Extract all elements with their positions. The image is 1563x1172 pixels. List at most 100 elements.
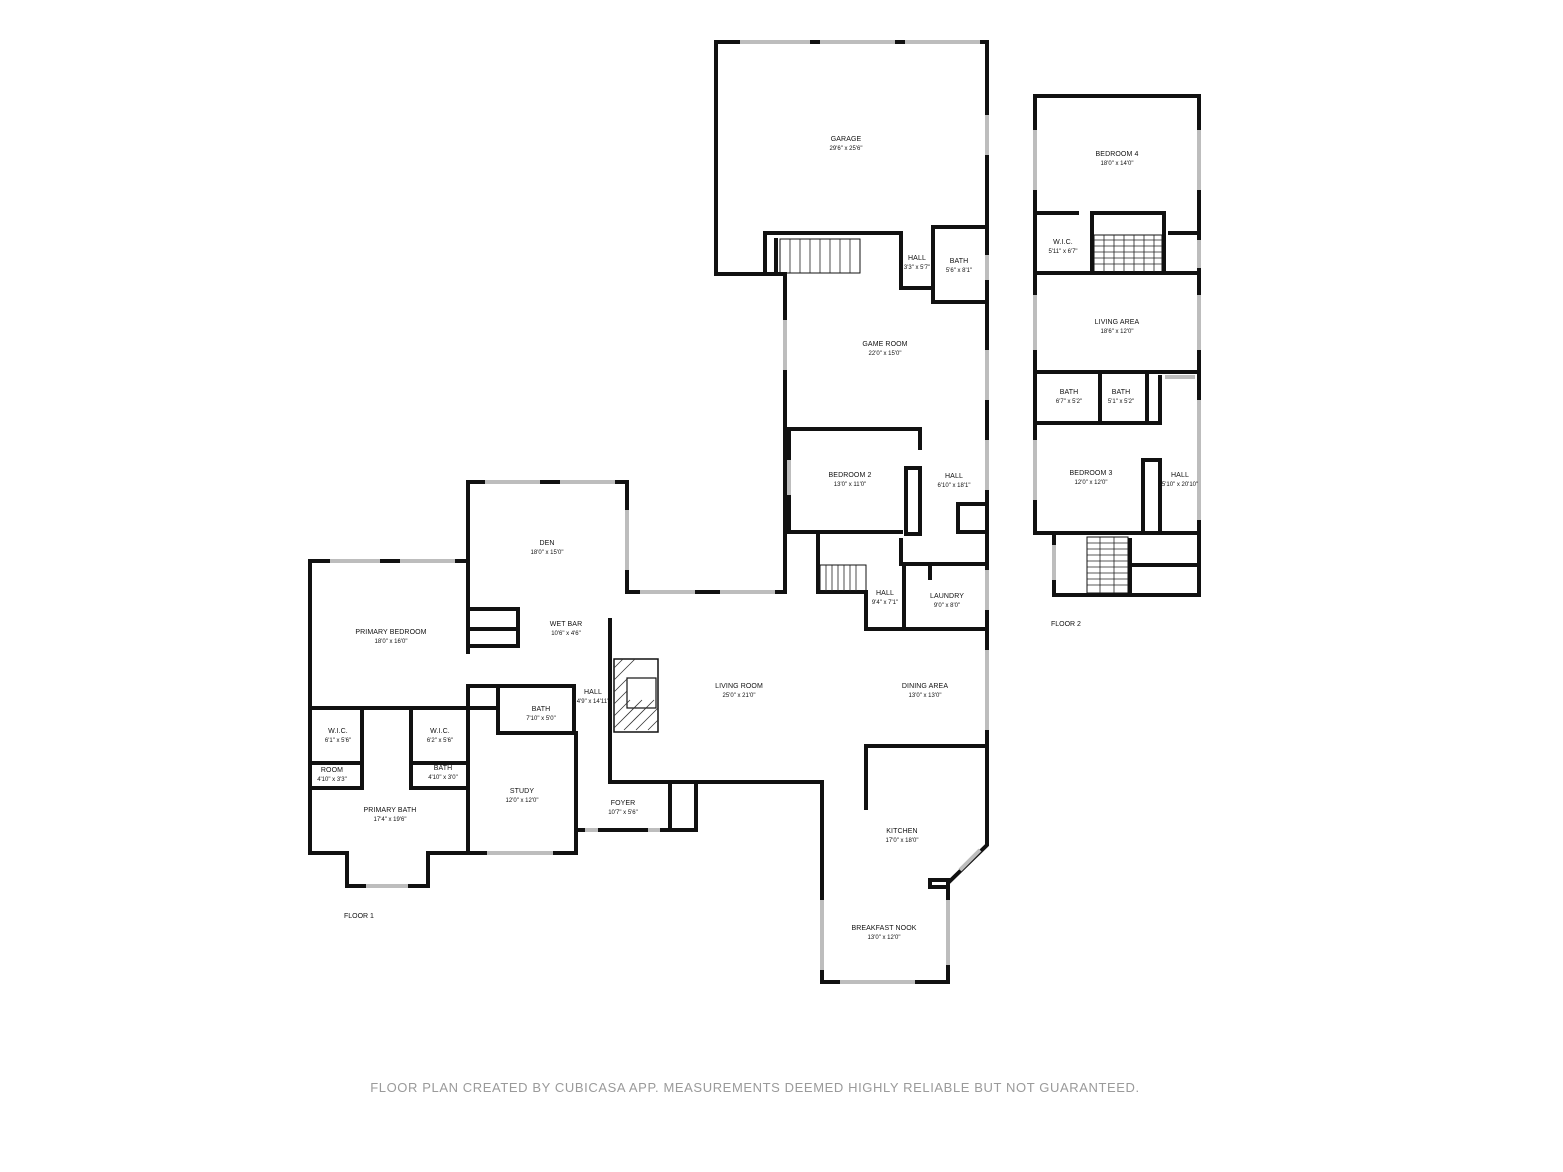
floor-1-walls <box>308 40 989 984</box>
svg-text:12'0" x 12'0": 12'0" x 12'0" <box>1075 480 1108 486</box>
room-kitchen: KITCHEN 17'0" x 18'0" <box>886 828 919 844</box>
svg-text:3'3" x 5'7": 3'3" x 5'7" <box>904 265 930 271</box>
room-hall-f2: HALL 5'10" x 20'10" <box>1162 472 1198 488</box>
svg-text:HALL: HALL <box>1171 472 1189 479</box>
stairs-icon <box>819 564 867 592</box>
svg-text:5'6" x 8'1": 5'6" x 8'1" <box>946 268 972 274</box>
svg-text:LIVING ROOM: LIVING ROOM <box>715 683 763 690</box>
floor-2-label: FLOOR 2 <box>1051 621 1081 628</box>
svg-text:HALL: HALL <box>908 255 926 262</box>
svg-text:DEN: DEN <box>539 540 554 547</box>
room-bath-f2-a: BATH 6'7" x 5'2" <box>1056 389 1082 405</box>
svg-text:LAUNDRY: LAUNDRY <box>930 593 964 600</box>
svg-text:GARAGE: GARAGE <box>831 136 862 143</box>
svg-text:17'0" x 18'0": 17'0" x 18'0" <box>886 838 919 844</box>
room-wic-f2: W.I.C. 5'11" x 6'7" <box>1048 239 1077 255</box>
room-wic-1: W.I.C. 6'1" x 5'6" <box>325 728 351 744</box>
svg-text:9'4" x 7'1": 9'4" x 7'1" <box>872 600 898 606</box>
svg-text:18'0" x 14'0": 18'0" x 14'0" <box>1101 161 1134 167</box>
svg-text:HALL: HALL <box>945 473 963 480</box>
stairs-icon <box>1086 536 1129 594</box>
svg-text:10'7" x 5'6": 10'7" x 5'6" <box>608 810 638 816</box>
svg-text:4'10" x 3'3": 4'10" x 3'3" <box>317 777 347 783</box>
svg-text:W.I.C.: W.I.C. <box>328 728 348 735</box>
room-wet-bar: WET BAR 10'6" x 4'6" <box>550 621 582 637</box>
room-dining-area: DINING AREA 13'0" x 13'0" <box>902 683 948 699</box>
svg-text:HALL: HALL <box>584 689 602 696</box>
floor-1-label: FLOOR 1 <box>344 913 374 920</box>
room-wic-2: W.I.C. 6'2" x 5'6" <box>427 728 453 744</box>
floor-2-windows <box>1033 130 1201 580</box>
svg-text:6'1" x 5'6": 6'1" x 5'6" <box>325 738 351 744</box>
svg-text:4'10" x 3'0": 4'10" x 3'0" <box>428 775 458 781</box>
svg-text:BATH: BATH <box>950 258 969 265</box>
svg-text:29'6" x 25'6": 29'6" x 25'6" <box>830 146 863 152</box>
svg-text:BATH: BATH <box>1112 389 1131 396</box>
svg-text:18'0" x 15'0": 18'0" x 15'0" <box>531 550 564 556</box>
floor-2-walls <box>1033 94 1201 597</box>
room-bath-primary-small: BATH 4'10" x 3'0" <box>428 765 458 781</box>
svg-text:FOYER: FOYER <box>611 800 636 807</box>
room-living-area: LIVING AREA 18'6" x 12'0" <box>1095 319 1140 335</box>
svg-text:10'6" x 4'6": 10'6" x 4'6" <box>551 631 581 637</box>
svg-text:13'0" x 11'0": 13'0" x 11'0" <box>834 482 866 488</box>
svg-text:7'10" x 5'0": 7'10" x 5'0" <box>526 716 556 722</box>
svg-text:5'1" x 5'2": 5'1" x 5'2" <box>1108 399 1134 405</box>
stairs-icon <box>779 238 861 274</box>
room-bath-garage: BATH 5'6" x 8'1" <box>946 258 972 274</box>
svg-text:BEDROOM 2: BEDROOM 2 <box>829 472 872 479</box>
svg-text:KITCHEN: KITCHEN <box>886 828 917 835</box>
svg-text:W.I.C.: W.I.C. <box>430 728 450 735</box>
svg-text:BATH: BATH <box>434 765 453 772</box>
room-bedroom-3: BEDROOM 3 12'0" x 12'0" <box>1070 470 1113 486</box>
room-living-room: LIVING ROOM 25'0" x 21'0" <box>715 683 763 699</box>
room-room: ROOM 4'10" x 3'3" <box>317 767 347 783</box>
svg-text:5'10" x 20'10": 5'10" x 20'10" <box>1162 482 1198 488</box>
room-labels: GARAGE 29'6" x 25'6" HALL 3'3" x 5'7" BA… <box>317 136 1198 941</box>
svg-text:18'0" x 16'0": 18'0" x 16'0" <box>375 639 408 645</box>
room-bath-center: BATH 7'10" x 5'0" <box>526 706 556 722</box>
svg-text:17'4" x 19'6": 17'4" x 19'6" <box>374 817 407 823</box>
room-hall-garage: HALL 3'3" x 5'7" <box>904 255 930 271</box>
floor-1-windows <box>330 40 989 984</box>
room-breakfast-nook: BREAKFAST NOOK 13'0" x 12'0" <box>851 925 916 941</box>
svg-text:5'11" x 6'7": 5'11" x 6'7" <box>1048 249 1077 255</box>
fireplace-icon <box>613 658 659 733</box>
room-laundry: LAUNDRY 9'0" x 8'0" <box>930 593 964 609</box>
room-garage: GARAGE 29'6" x 25'6" <box>830 136 863 152</box>
svg-text:STUDY: STUDY <box>510 788 534 795</box>
svg-text:GAME ROOM: GAME ROOM <box>862 341 907 348</box>
room-hall-laundry: HALL 9'4" x 7'1" <box>872 590 898 606</box>
room-hall-east: HALL 6'10" x 18'1" <box>938 473 971 489</box>
svg-text:12'0" x 12'0": 12'0" x 12'0" <box>506 798 539 804</box>
svg-text:BATH: BATH <box>532 706 551 713</box>
svg-text:25'0" x 21'0": 25'0" x 21'0" <box>723 693 756 699</box>
stairs-icon <box>1093 234 1163 273</box>
svg-text:4'9" x 14'11": 4'9" x 14'11" <box>577 699 609 705</box>
svg-text:W.I.C.: W.I.C. <box>1053 239 1073 246</box>
room-primary-bedroom: PRIMARY BEDROOM 18'0" x 16'0" <box>355 629 426 645</box>
svg-text:LIVING AREA: LIVING AREA <box>1095 319 1140 326</box>
room-bedroom-4: BEDROOM 4 18'0" x 14'0" <box>1096 151 1139 167</box>
room-primary-bath: PRIMARY BATH 17'4" x 19'6" <box>364 807 417 823</box>
svg-text:BEDROOM 4: BEDROOM 4 <box>1096 151 1139 158</box>
room-hall-center: HALL 4'9" x 14'11" <box>577 689 609 705</box>
svg-text:BREAKFAST NOOK: BREAKFAST NOOK <box>851 925 916 932</box>
svg-text:13'0" x 12'0": 13'0" x 12'0" <box>868 935 901 941</box>
svg-text:ROOM: ROOM <box>321 767 343 774</box>
svg-text:18'6" x 12'0": 18'6" x 12'0" <box>1101 329 1134 335</box>
room-foyer: FOYER 10'7" x 5'6" <box>608 800 638 816</box>
svg-text:PRIMARY BATH: PRIMARY BATH <box>364 807 417 814</box>
svg-text:13'0" x 13'0": 13'0" x 13'0" <box>909 693 942 699</box>
disclaimer-text: FLOOR PLAN CREATED BY CUBICASA APP. MEAS… <box>370 1080 1140 1095</box>
room-den: DEN 18'0" x 15'0" <box>531 540 564 556</box>
svg-text:BEDROOM 3: BEDROOM 3 <box>1070 470 1113 477</box>
room-study: STUDY 12'0" x 12'0" <box>506 788 539 804</box>
svg-text:WET BAR: WET BAR <box>550 621 582 628</box>
svg-text:6'7" x 5'2": 6'7" x 5'2" <box>1056 399 1082 405</box>
svg-text:PRIMARY BEDROOM: PRIMARY BEDROOM <box>355 629 426 636</box>
room-game-room: GAME ROOM 22'0" x 15'0" <box>862 341 907 357</box>
svg-text:6'10" x 18'1": 6'10" x 18'1" <box>938 483 971 489</box>
svg-text:9'0" x 8'0": 9'0" x 8'0" <box>934 603 960 609</box>
